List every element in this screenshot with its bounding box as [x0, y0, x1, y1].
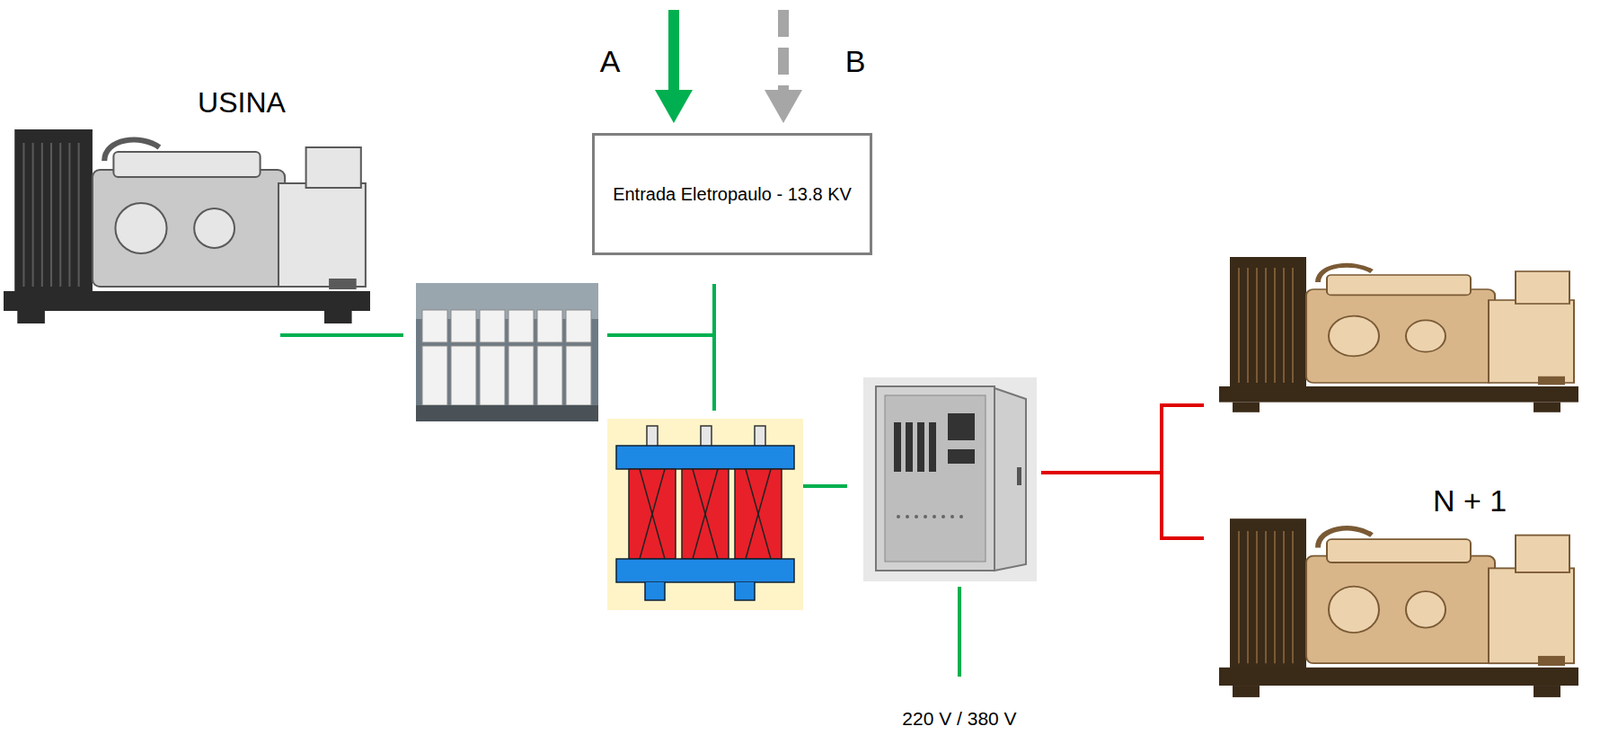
- supply-box: Entrada Eletropaulo - 13.8 KV: [592, 132, 873, 256]
- feeder-letter: B: [845, 44, 867, 80]
- plant-label: USINA: [197, 86, 286, 120]
- feeder-letter: A: [600, 44, 621, 80]
- redundancy-label: N + 1: [1432, 483, 1507, 519]
- box-text: Entrada Eletropaulo - 13.8 KV: [612, 183, 852, 206]
- voltage-label: 220 V / 380 V: [901, 707, 1017, 730]
